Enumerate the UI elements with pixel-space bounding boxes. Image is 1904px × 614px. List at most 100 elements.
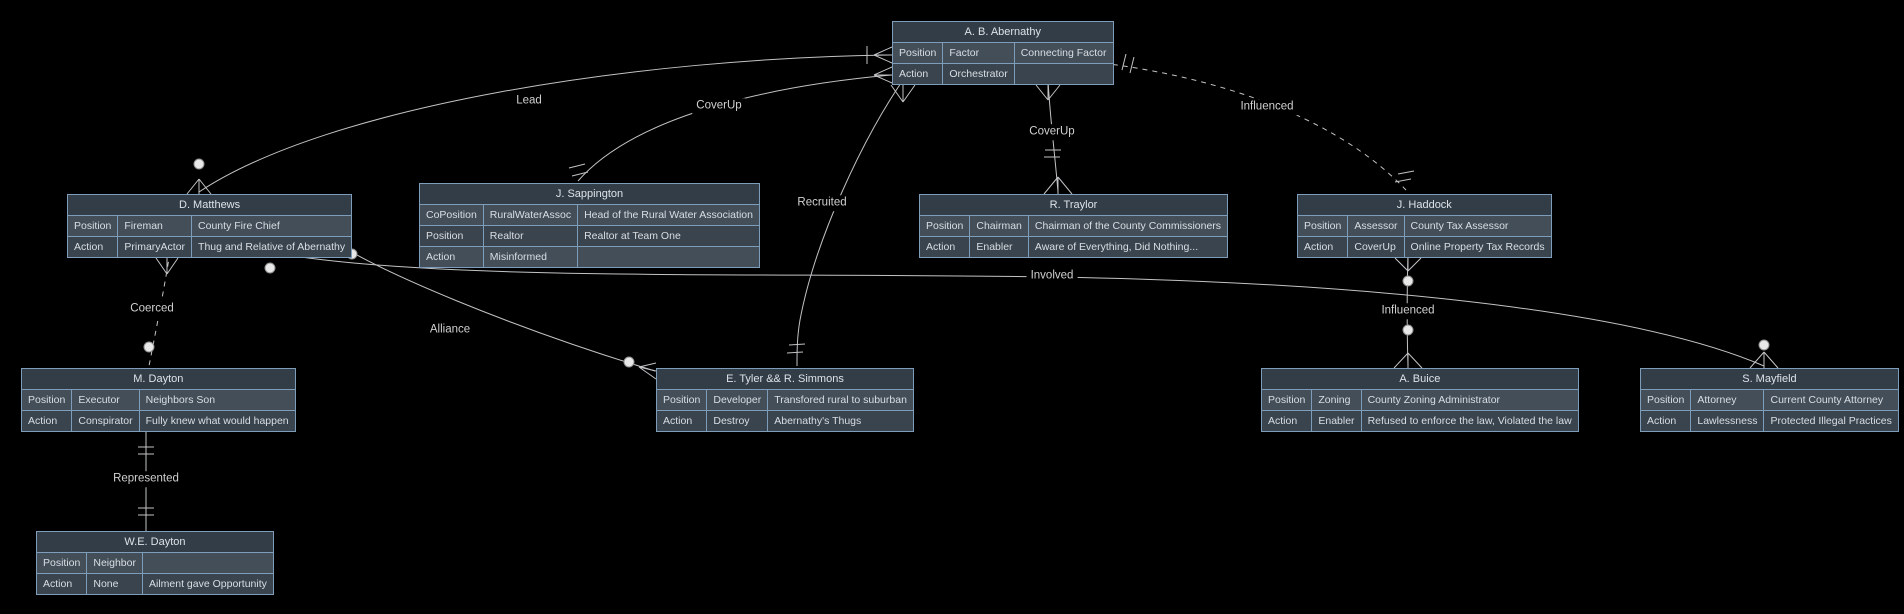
edge-label-influenced-buice: Influenced [1377, 303, 1439, 319]
edge-label-involved: Involved [1026, 268, 1078, 284]
entity-title: E. Tyler && R. Simmons [656, 368, 914, 390]
double-bar-marker [786, 343, 806, 354]
attr-key: Position [1296, 215, 1349, 237]
attr-comment: Aware of Everything, Did Nothing... [1027, 236, 1229, 258]
attr-type: CoverUp [1347, 236, 1405, 258]
edge-label-represented: Represented [109, 471, 183, 487]
double-bar-marker [1044, 149, 1061, 158]
crowfoot-marker [890, 84, 916, 103]
crowfoot-marker [186, 178, 212, 195]
attr-type: Executor [71, 389, 140, 411]
attr-comment: Transfored rural to suburban [767, 389, 914, 411]
attr-key: CoPosition [419, 204, 484, 226]
crowfoot-marker [155, 257, 179, 275]
attr-type: Realtor [482, 225, 579, 247]
attr-key: Action [891, 63, 944, 85]
attr-type: Destroy [706, 410, 769, 432]
attr-type: Attorney [1690, 389, 1765, 411]
attr-comment: Online Property Tax Records [1403, 236, 1552, 258]
attr-key: Position [66, 215, 119, 237]
entity-title: D. Matthews [66, 194, 353, 216]
edge-label-coverup-traylor: CoverUp [1025, 124, 1079, 140]
entity-title: A. B. Abernathy [892, 21, 1114, 43]
edge-label-coverup-sappington: CoverUp [692, 98, 746, 114]
entity-title: W.E. Dayton [36, 531, 274, 553]
crowfoot-bar-marker [866, 46, 893, 64]
attr-comment [1013, 63, 1114, 85]
attr-type: Neighbor [86, 552, 143, 574]
crowfoot-marker [638, 362, 657, 380]
attr-comment: Neighbors Son [138, 389, 296, 411]
zero-cardinality-marker [1402, 275, 1414, 287]
crowfoot-marker [1749, 351, 1779, 369]
edge-coverup-sappington [568, 66, 893, 182]
attr-type: Chairman [969, 215, 1029, 237]
attr-type: Misinformed [482, 246, 579, 268]
edge-label-recruited: Recruited [793, 195, 851, 211]
zero-cardinality-marker [623, 356, 635, 368]
entity-title: S. Mayfield [1640, 368, 1899, 390]
attr-comment [141, 552, 274, 574]
attr-comment: County Tax Assessor [1403, 215, 1552, 237]
attr-key: Action [419, 246, 484, 268]
edge-coerced [143, 251, 179, 367]
attr-type: RuralWaterAssoc [482, 204, 579, 226]
edge-lead [186, 46, 893, 195]
edge-influenced-haddock [1092, 53, 1415, 191]
attr-key: Position [655, 389, 708, 411]
attr-comment: Chairman of the County Commissioners [1027, 215, 1229, 237]
edge-label-influenced-haddock: Influenced [1236, 99, 1298, 115]
attr-type: Factor [942, 42, 1015, 64]
attr-type: Enabler [969, 236, 1029, 258]
edge-label-coerced: Coerced [126, 301, 178, 317]
entity-title: A. Buice [1261, 368, 1579, 390]
zero-cardinality-marker [193, 158, 205, 170]
attr-comment: County Zoning Administrator [1360, 389, 1579, 411]
crowfoot-marker [1035, 84, 1061, 101]
attr-key: Position [35, 552, 88, 574]
attr-type: Orchestrator [942, 63, 1015, 85]
attr-comment: Head of the Rural Water Association [577, 204, 760, 226]
attr-comment [577, 246, 760, 268]
attr-key: Position [918, 215, 971, 237]
edge-recruited [786, 79, 916, 367]
double-bar-marker [138, 507, 154, 516]
edge-involved [264, 251, 1779, 369]
attr-comment: Fully knew what would happen [138, 410, 296, 432]
crowfoot-marker [1394, 257, 1422, 272]
attr-comment: County Fire Chief [191, 215, 353, 237]
attr-key: Position [419, 225, 484, 247]
attr-key: Action [66, 236, 119, 258]
double-bar-marker [138, 446, 154, 455]
double-bar-marker [1394, 170, 1415, 183]
crowfoot-marker [1393, 352, 1423, 369]
attr-comment: Connecting Factor [1013, 42, 1114, 64]
entity-title: M. Dayton [21, 368, 296, 390]
crowfoot-marker [1043, 176, 1073, 195]
attr-key: Position [891, 42, 944, 64]
attr-type: Fireman [117, 215, 193, 237]
zero-cardinality-marker [1402, 324, 1414, 336]
entity-title: J. Sappington [419, 183, 760, 205]
attr-key: Action [1296, 236, 1349, 258]
entity-title: J. Haddock [1297, 194, 1552, 216]
attr-type: Enabler [1311, 410, 1362, 432]
zero-cardinality-marker [264, 262, 276, 274]
edge-label-lead: Lead [512, 93, 546, 109]
attr-key: Action [1639, 410, 1692, 432]
attr-key: Action [918, 236, 971, 258]
zero-cardinality-marker [143, 341, 155, 353]
attr-key: Action [20, 410, 73, 432]
attr-type: Conspirator [71, 410, 140, 432]
attr-type: PrimaryActor [117, 236, 193, 258]
